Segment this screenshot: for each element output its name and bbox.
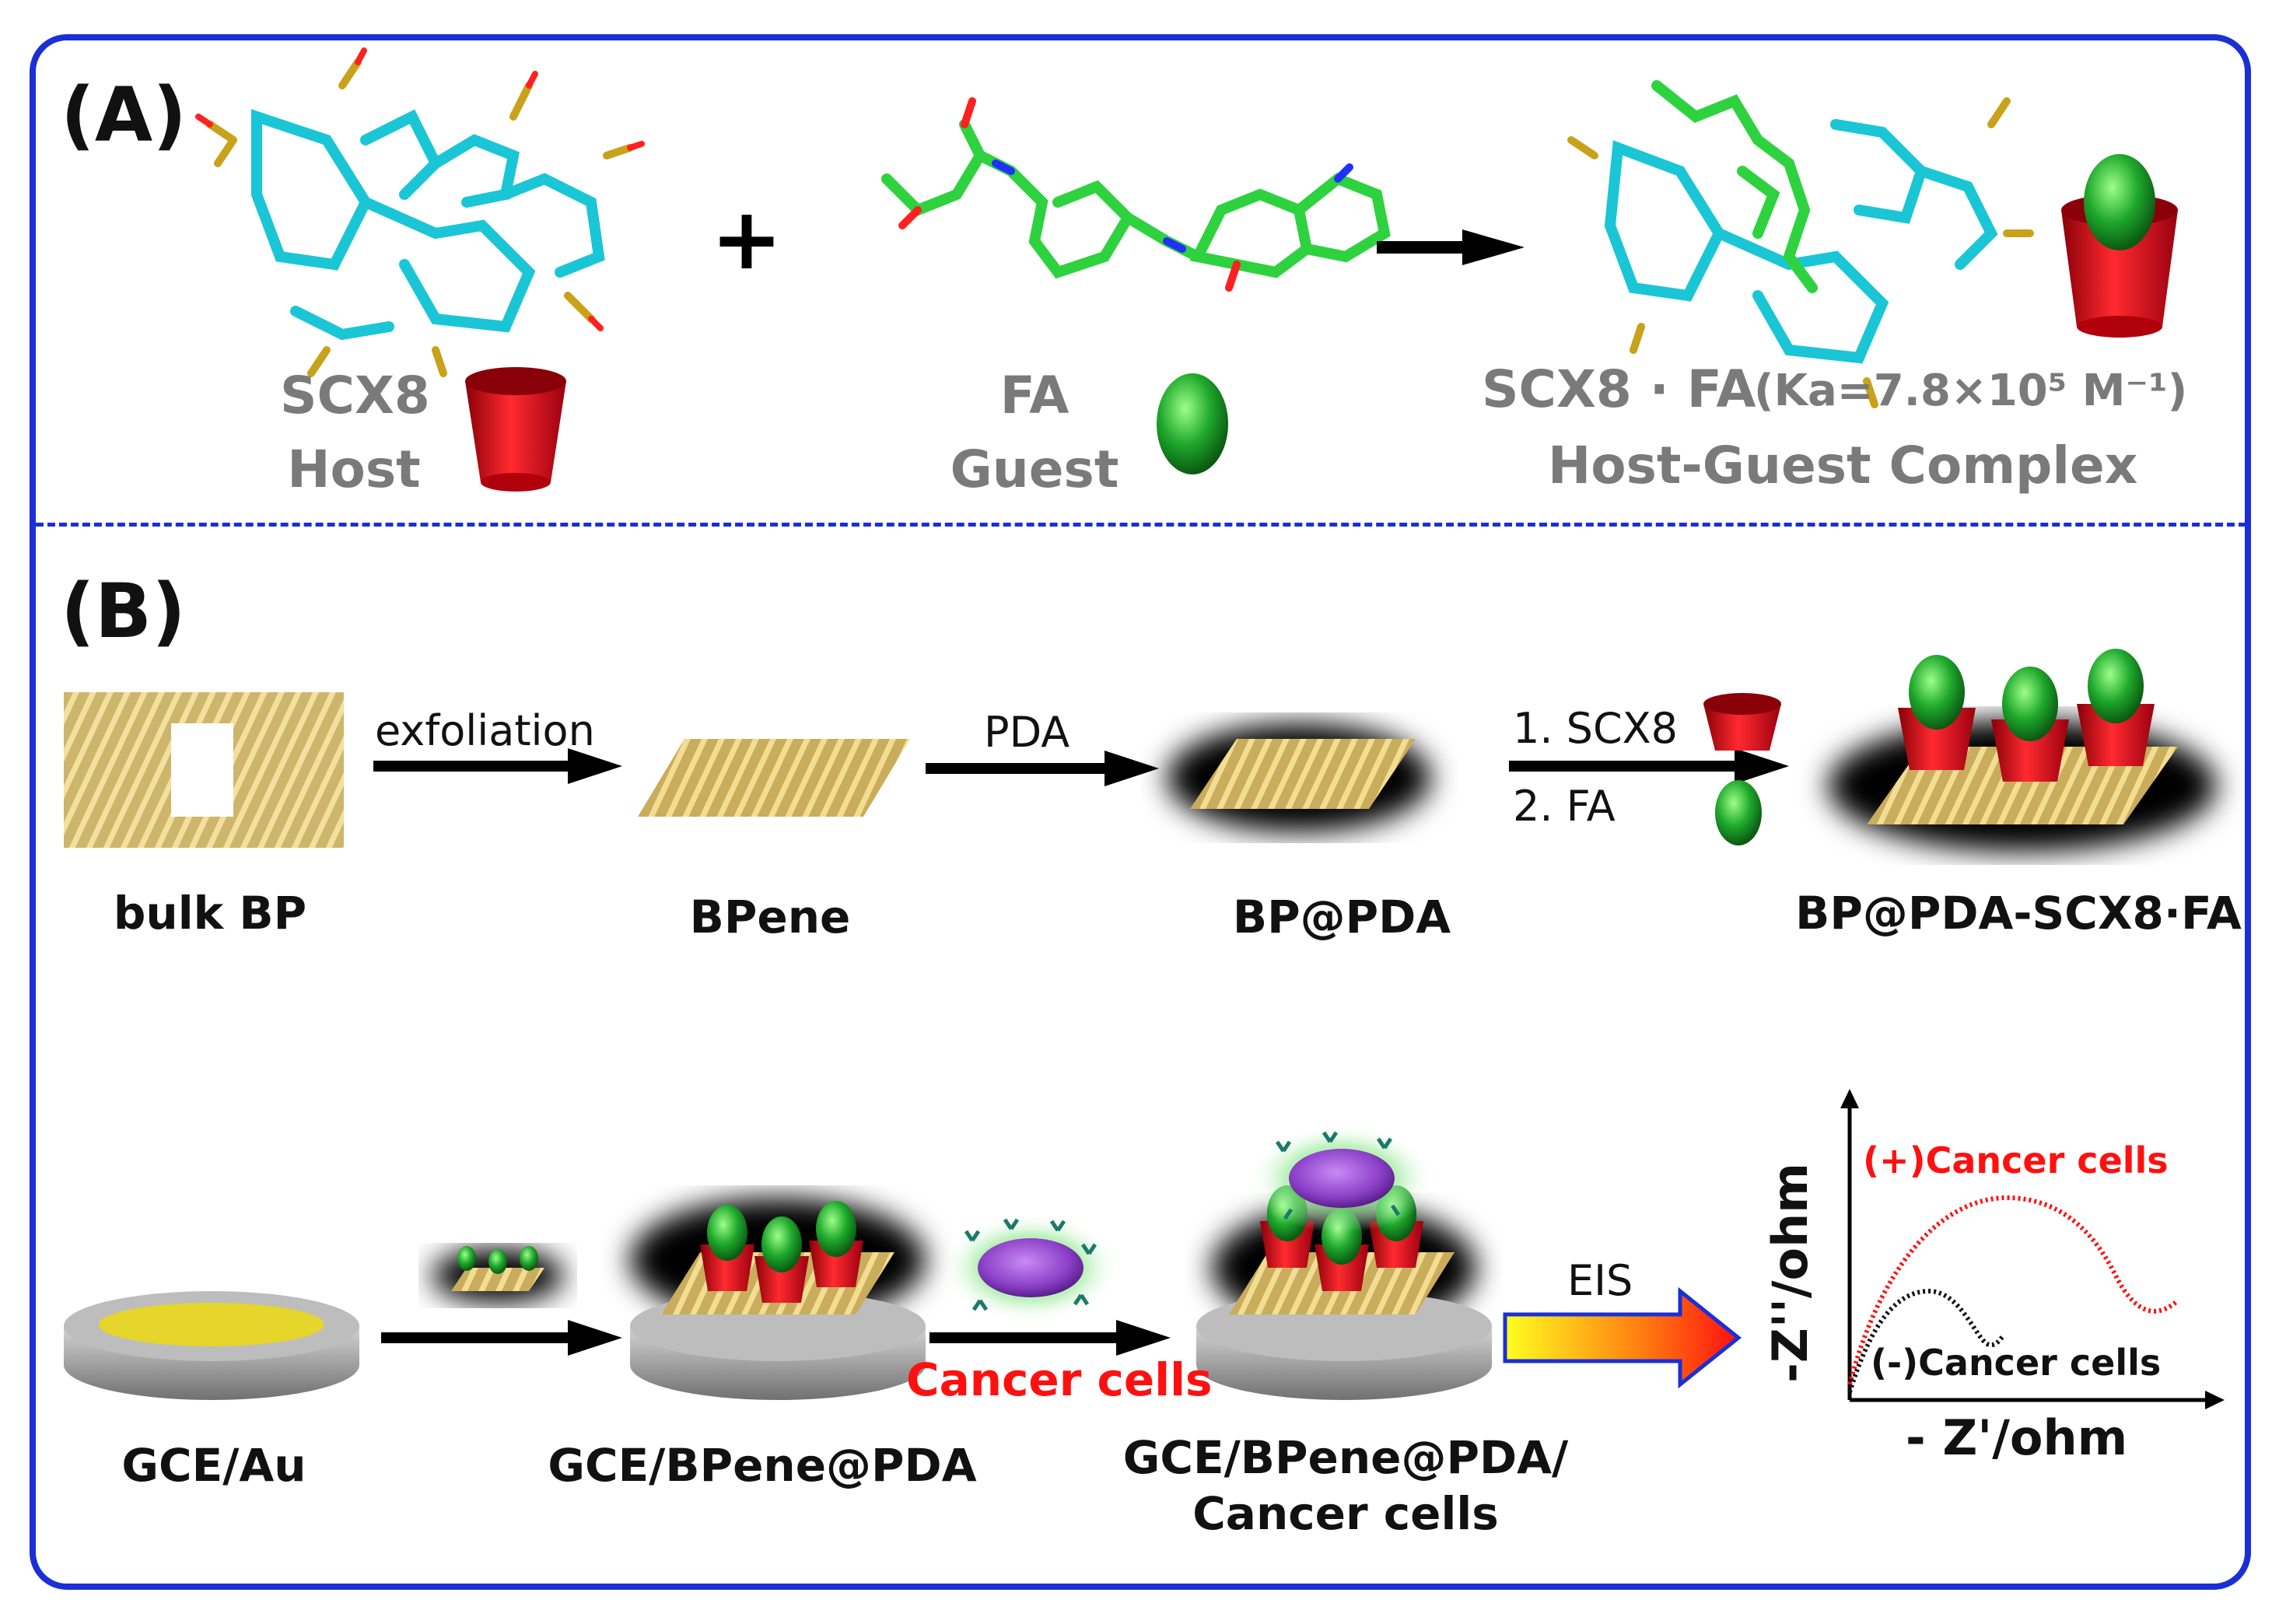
gce-bpene-pda-electrode-icon <box>630 1198 926 1400</box>
negative-cells-curve <box>1847 1288 2005 1393</box>
gce-au-electrode-icon <box>64 1291 359 1400</box>
fa-sphere-small-icon <box>1715 780 1762 845</box>
host-role: Host <box>287 439 421 499</box>
pda-arrow <box>926 751 1159 786</box>
bulk-bp-label: bulk BP <box>113 887 307 940</box>
panel-a-label: (A) <box>61 72 187 159</box>
scx8-molecule-icon <box>195 47 645 377</box>
panel-divider <box>36 523 2246 527</box>
bulk-bp-icon <box>64 692 344 848</box>
bpene-label: BPene <box>689 891 851 943</box>
host-cup-icon <box>465 367 566 492</box>
complex-cup-guest-icon <box>2061 154 2178 338</box>
pda-label: PDA <box>984 708 1070 757</box>
nyquist-plot <box>1840 1089 2225 1409</box>
guest-name: FA <box>999 366 1069 425</box>
gce-bpene-pda-label: GCE/BPene@PDA <box>548 1439 977 1492</box>
panel-b-label: (B) <box>61 568 186 655</box>
modifier-material-icon <box>432 1246 564 1303</box>
eis-label: EIS <box>1567 1256 1633 1305</box>
bp-pda-scx8-fa-icon <box>1828 649 2217 852</box>
bp-pda-scx8-fa-label: BP@PDA-SCX8·FA <box>1795 887 2242 940</box>
complex-molecule-icon <box>1567 80 2034 408</box>
step2-label: 2. FA <box>1513 782 1616 831</box>
guest-role: Guest <box>950 439 1119 499</box>
folic-acid-molecule-icon <box>881 97 1391 292</box>
bp-pda-sheet-icon <box>1167 723 1431 832</box>
cancer-cell-icon <box>941 1213 1120 1322</box>
exfoliation-label: exfoliation <box>375 706 595 755</box>
gce-cells-electrode-icon <box>1196 1124 1492 1400</box>
guest-sphere-icon <box>1157 373 1228 474</box>
cancer-cells-arrow-label: Cancer cells <box>906 1353 1213 1406</box>
host-name: SCX8 <box>280 366 430 425</box>
figure-frame <box>30 34 2251 1590</box>
gce-au-label: GCE/Au <box>121 1439 306 1492</box>
step1-label: 1. SCX8 <box>1513 704 1679 753</box>
y-axis-label: -Z''/ohm <box>1761 1163 1819 1383</box>
gce-cells-label-line2: Cancer cells <box>1192 1487 1499 1540</box>
eis-arrow <box>1503 1286 1742 1389</box>
bpene-sheet-icon <box>638 739 910 817</box>
plus-sign: + <box>711 189 782 289</box>
positive-curve-label: (+)Cancer cells <box>1863 1139 2169 1181</box>
modification-arrow <box>381 1320 622 1356</box>
cell-capture-arrow <box>929 1320 1171 1356</box>
functionalization-arrow <box>1509 748 1789 784</box>
reaction-arrow <box>1377 229 1525 265</box>
negative-curve-label: (-)Cancer cells <box>1871 1342 2162 1384</box>
x-axis-label: - Z'/ohm <box>1906 1409 2128 1466</box>
bp-pda-label: BP@PDA <box>1232 891 1451 943</box>
complex-name: SCX8 · FA <box>1482 359 1756 419</box>
complex-role: Host-Guest Complex <box>1548 436 2138 495</box>
binding-constant: (Ka=7.8×10⁵ M⁻¹) <box>1754 366 2188 416</box>
scx8-cup-small-icon <box>1703 693 1781 751</box>
gce-cells-label-line1: GCE/BPene@PDA/ <box>1122 1431 1569 1484</box>
positive-cells-curve <box>1847 1195 2180 1385</box>
exfoliation-arrow <box>373 748 622 784</box>
